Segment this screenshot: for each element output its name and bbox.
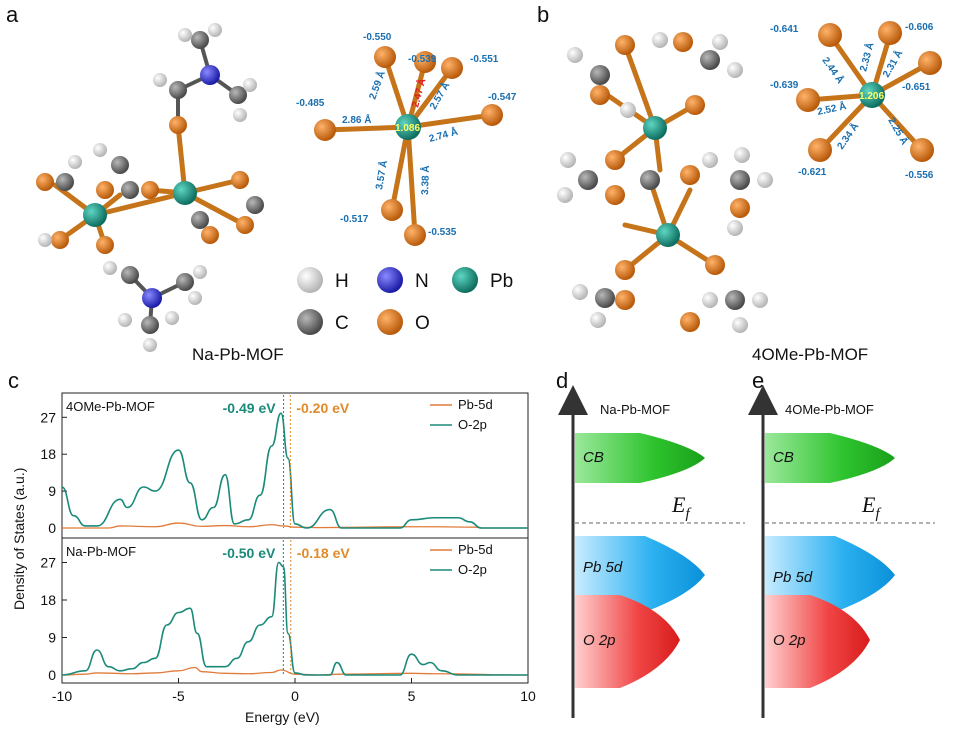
dos-top-marker-label-0: -0.49 eV — [223, 400, 277, 416]
legend-C-label: C — [335, 313, 349, 334]
dos-bottom-legend-label-0: Pb-5d — [458, 542, 493, 557]
band-e-o2p-label: O 2p — [773, 632, 806, 649]
dos-top-panel: 0 9 18 27 -0.49 eV -0.20 eV 4OMe-Pb-MOF Pb-5dO-… — [40, 395, 528, 536]
legend-C-sphere — [297, 309, 323, 335]
legend-O-label: O — [415, 313, 430, 334]
band-d-pb5d — [575, 536, 705, 612]
dos-bottom-ytick-label-2: 18 — [40, 592, 56, 608]
band-e-pb5d — [765, 536, 895, 612]
coordination-b: 1.206 -0.641 -0.606 -0.639 -0.651 -0.621… — [770, 21, 942, 181]
band-d-title: Na-Pb-MOF — [600, 402, 670, 417]
dos-bottom-title: Na-Pb-MOF — [66, 544, 136, 559]
dos-bottom-legend-label-1: O-2p — [458, 562, 487, 577]
bond-b-1: 2.33 Å — [856, 41, 876, 73]
dos-x-axis: -10 -5 0 5 10 — [52, 678, 536, 704]
legend-N-sphere — [377, 267, 403, 293]
dos-bottom-series-o-2p — [61, 561, 528, 676]
molecule-a-caption: Na-Pb-MOF — [192, 345, 284, 364]
band-d-cb — [575, 433, 705, 483]
dos-top-ytick-label-2: 18 — [40, 446, 56, 462]
dos-bottom-marker-label-0: -0.50 eV — [222, 545, 276, 561]
bond-a-0: 2.59 Å — [366, 69, 388, 101]
dos-top-ytick-label-0: 0 — [48, 520, 56, 536]
dos-top-title: 4OMe-Pb-MOF — [66, 399, 155, 414]
charge-b-2: -0.639 — [770, 80, 799, 91]
dos-xtick-label-2: 0 — [291, 688, 299, 704]
charge-a-4: -0.485 — [296, 98, 325, 109]
band-e-ef: Ef — [861, 492, 881, 522]
charge-a-5: -0.517 — [340, 214, 369, 225]
dos-top-series-pb-5d — [62, 522, 528, 529]
band-diagram-e: 4OMe-Pb-MOF CB Ef Pb 5d O 2p — [748, 385, 935, 718]
dos-top-ytick-label-3: 27 — [40, 409, 56, 425]
dos-xtick-label-4: 10 — [520, 688, 536, 704]
band-d-o2p-label: O 2p — [583, 632, 616, 649]
dos-xlabel: Energy (eV) — [245, 709, 320, 725]
bond-a-3: 2.86 Å — [342, 113, 371, 126]
dos-bottom-series-pb-5d — [61, 666, 529, 676]
panel-label-a: a — [6, 2, 19, 27]
band-diagram-d: Na-Pb-MOF CB Ef Pb 5d O 2p — [558, 385, 745, 718]
charge-a-1: -0.539 — [408, 54, 437, 65]
dos-top-marker-label-1: -0.20 eV — [296, 400, 350, 416]
dos-xtick-label-3: 5 — [408, 688, 416, 704]
charge-b-1: -0.606 — [905, 22, 934, 33]
dos-top-legend-label-0: Pb-5d — [458, 397, 493, 412]
dos-bottom-ytick-label-1: 9 — [48, 630, 56, 646]
bond-b-4: 2.34 Å — [834, 120, 862, 152]
molecule-a-structure — [36, 23, 264, 352]
legend-Pb-sphere — [452, 267, 478, 293]
charge-a-3: -0.547 — [488, 92, 517, 103]
dos-top-ytick-label-1: 9 — [48, 483, 56, 499]
band-d-o2p — [575, 595, 680, 688]
dos-bottom-ytick-label-3: 27 — [40, 555, 56, 571]
coordination-a: 1.086 -0.550 -0.539 -0.551 -0.547 -0.485… — [296, 32, 517, 246]
charge-b-0: -0.641 — [770, 24, 799, 35]
band-d-ef: Ef — [671, 492, 691, 522]
band-e-cb — [765, 433, 895, 483]
panel-label-b: b — [537, 2, 549, 27]
panel-label-c: c — [8, 368, 19, 393]
atom-legend: H N Pb C O — [297, 267, 513, 335]
band-d-cb-label: CB — [583, 449, 604, 466]
legend-O-sphere — [377, 309, 403, 335]
dos-top-series-o-2p — [61, 412, 528, 529]
panel-label-e: e — [752, 368, 764, 393]
dos-bottom-ytick-label-0: 0 — [48, 667, 56, 683]
band-e-title: 4OMe-Pb-MOF — [785, 402, 874, 417]
legend-H-label: H — [335, 271, 349, 292]
band-e-o2p — [765, 595, 870, 688]
band-e-cb-label: CB — [773, 449, 794, 466]
dos-xtick-label-0: -10 — [52, 688, 72, 704]
bond-b-0: 2.44 Å — [820, 54, 848, 86]
bond-a-4: 2.74 Å — [427, 125, 459, 145]
dos-xtick-label-1: -5 — [172, 688, 185, 704]
molecule-b-center-charge: 1.206 — [859, 91, 884, 102]
legend-N-label: N — [415, 271, 429, 292]
dos-ylabel: Density of States (a.u.) — [11, 468, 27, 610]
charge-a-6: -0.535 — [428, 227, 457, 238]
band-d-pb5d-label: Pb 5d — [583, 559, 623, 576]
dos-bottom-panel: 0 9 18 27 -0.50 eV -0.18 eV Na-Pb-MOF Pb-5dO-2p — [40, 540, 529, 683]
charge-a-2: -0.551 — [470, 54, 499, 65]
charge-a-0: -0.550 — [363, 32, 392, 43]
bond-b-3: 2.52 Å — [816, 99, 848, 118]
bond-a-5: 3.57 Å — [372, 159, 390, 190]
bond-a-6: 3.38 Å — [418, 165, 432, 195]
dos-top-legend-label-1: O-2p — [458, 417, 487, 432]
molecule-b-structure — [557, 32, 773, 333]
panel-label-d: d — [556, 368, 568, 393]
charge-b-5: -0.556 — [905, 170, 934, 181]
legend-H-sphere — [297, 267, 323, 293]
charge-b-3: -0.651 — [902, 82, 931, 93]
dos-bottom-marker-label-1: -0.18 eV — [297, 545, 351, 561]
legend-Pb-label: Pb — [490, 271, 513, 292]
molecule-b-caption: 4OMe-Pb-MOF — [752, 345, 868, 364]
charge-b-4: -0.621 — [798, 167, 827, 178]
molecule-a-center-charge: 1.086 — [395, 123, 420, 134]
band-e-pb5d-label: Pb 5d — [773, 569, 813, 586]
